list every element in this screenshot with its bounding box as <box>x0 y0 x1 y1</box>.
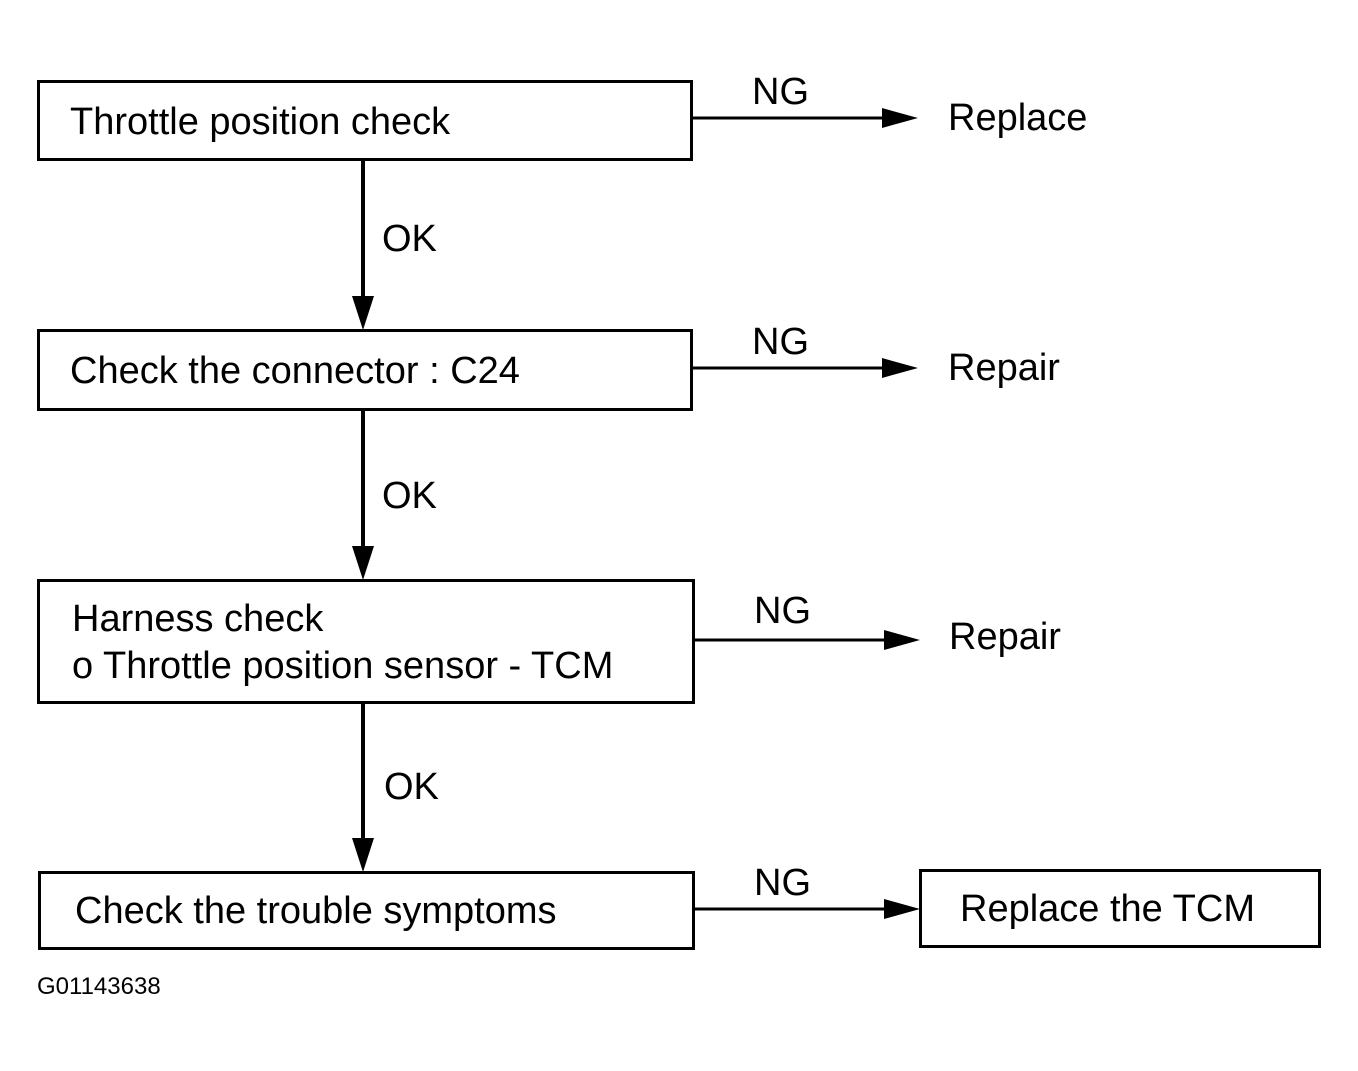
ng-arrow-4 <box>694 899 920 919</box>
ng-label-1: NG <box>752 71 809 113</box>
ok-label-3: OK <box>384 766 439 808</box>
step-box-check-trouble-symptoms <box>38 871 695 950</box>
step-2-label: Check the connector : C24 <box>70 350 520 392</box>
ok-label-2: OK <box>382 475 437 517</box>
step-box-check-connector <box>37 329 693 411</box>
step-3-label-line1: Harness check <box>72 598 324 640</box>
result-replace-tcm: Replace the TCM <box>960 888 1255 930</box>
ng-label-4: NG <box>754 862 811 904</box>
result-box-replace-tcm <box>919 869 1321 948</box>
ok-arrow-1 <box>352 160 374 330</box>
ng-arrow-2 <box>692 358 918 378</box>
ok-arrow-2 <box>352 410 374 580</box>
ok-label-1: OK <box>382 218 437 260</box>
step-4-label: Check the trouble symptoms <box>75 890 557 932</box>
ng-arrow-3 <box>694 630 920 650</box>
result-replace: Replace <box>948 97 1088 139</box>
ng-label-3: NG <box>754 590 811 632</box>
ng-label-2: NG <box>752 321 809 363</box>
step-box-harness-check <box>37 579 695 704</box>
step-3-label-line2: o Throttle position sensor - TCM <box>72 645 614 687</box>
ok-arrow-3 <box>352 703 374 872</box>
step-1-label: Throttle position check <box>70 101 451 143</box>
ng-arrow-1 <box>692 108 918 128</box>
result-repair-1: Repair <box>948 347 1060 389</box>
figure-id: G01143638 <box>37 973 161 1000</box>
result-repair-2: Repair <box>949 616 1061 658</box>
step-box-throttle-position-check <box>37 80 693 161</box>
